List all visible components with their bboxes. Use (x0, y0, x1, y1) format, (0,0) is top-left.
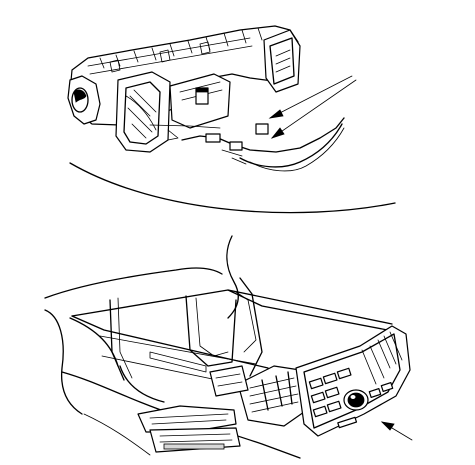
arrow-head-icon (268, 109, 284, 119)
connector-3 (255, 123, 269, 135)
top-view (67, 25, 396, 214)
bottom-view (44, 235, 413, 459)
connector-2 (229, 141, 243, 151)
display-screen (209, 365, 249, 397)
connector-1 (205, 133, 221, 143)
separator-curve (69, 162, 396, 214)
audio-control-panel (295, 325, 411, 437)
bottom-callout-arrow (380, 421, 413, 441)
wiring-harness (181, 117, 345, 172)
heater-duct-assembly (67, 25, 301, 153)
arrow-head-icon (270, 127, 285, 139)
center-vent-unit (209, 365, 305, 427)
separator-wave (226, 235, 239, 319)
lower-bezel (137, 405, 241, 453)
arrow-head-icon (380, 421, 395, 431)
volume-knob-icon (343, 389, 369, 411)
preset-buttons (308, 367, 394, 418)
top-callout-arrows (268, 75, 357, 139)
console-frame (71, 277, 399, 387)
